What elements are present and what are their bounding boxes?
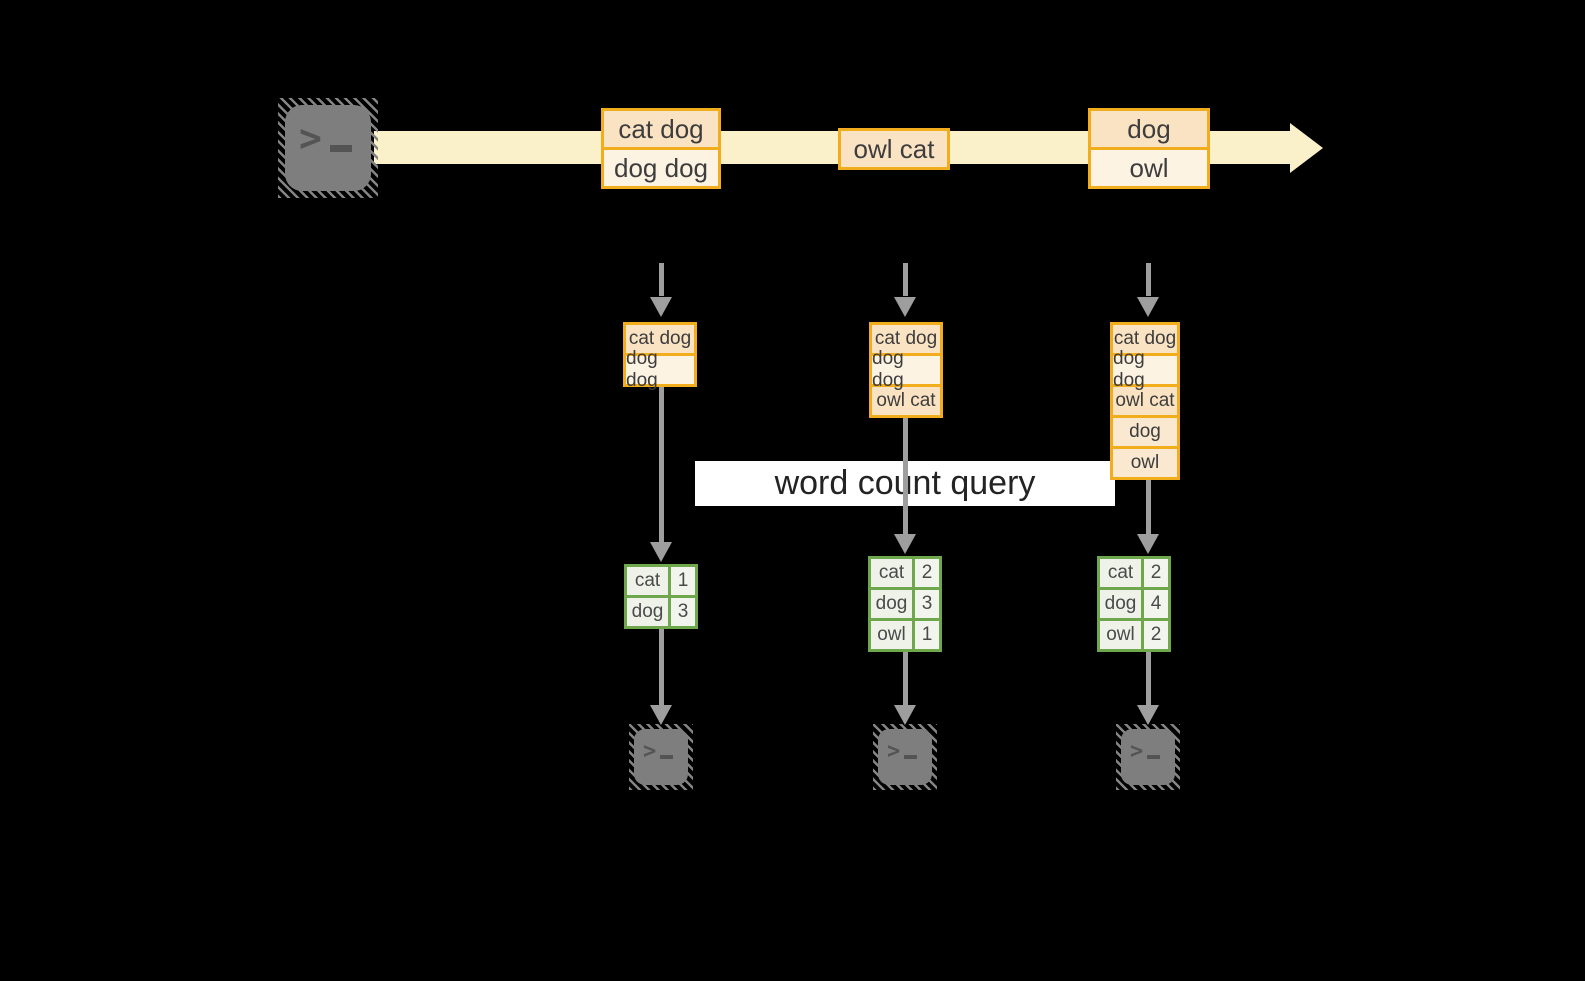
drop-arrow-dash (659, 263, 664, 296)
terminal-face: > (285, 105, 371, 191)
sink-terminal-icon: > (873, 724, 937, 790)
count-table-3: cat 2 dog 4 owl 2 (1097, 556, 1171, 652)
terminal-face: > (1121, 729, 1175, 785)
count-value: 2 (1144, 621, 1168, 649)
connector-line (1146, 480, 1151, 534)
count-table-1: cat 1 dog 3 (624, 564, 698, 629)
state-record: dog dog (869, 348, 943, 391)
sink-terminal-icon: > (629, 724, 693, 790)
terminal-face: > (634, 729, 688, 785)
prompt-underscore (329, 145, 352, 152)
stream-batch-3: dog owl (1088, 108, 1210, 189)
arrow-down-icon (1137, 705, 1159, 725)
arrow-down-icon (650, 297, 672, 317)
prompt-glyph: > (299, 116, 322, 160)
stream-arrowhead-icon (1290, 123, 1323, 173)
stream-record: owl (1088, 147, 1210, 189)
count-table-2: cat 2 dog 3 owl 1 (868, 556, 942, 652)
count-value: 2 (915, 559, 939, 587)
count-word: owl (1100, 621, 1141, 649)
state-record: dog (1110, 415, 1180, 449)
stream-record: cat dog (601, 108, 721, 150)
arrow-down-icon (1137, 534, 1159, 554)
prompt-underscore (904, 755, 918, 759)
connector-line (1146, 652, 1151, 706)
count-value: 2 (1144, 559, 1168, 587)
terminal-face: > (878, 729, 932, 785)
count-word: dog (871, 590, 912, 618)
prompt-underscore (660, 755, 674, 759)
count-value: 4 (1144, 590, 1168, 618)
stream-batch-1: cat dog dog dog (601, 108, 721, 189)
connector-line (659, 387, 664, 542)
state-record: cat dog (623, 322, 697, 356)
prompt-underscore (1147, 755, 1161, 759)
arrow-down-icon (650, 542, 672, 562)
state-stack-1: cat dog dog dog (623, 322, 697, 391)
prompt-glyph: > (887, 739, 901, 764)
count-word: cat (1100, 559, 1141, 587)
drop-arrow-dash (903, 263, 908, 296)
state-stack-3: cat dog dog dog owl cat dog owl (1110, 322, 1180, 480)
arrow-down-icon (650, 705, 672, 725)
arrow-down-icon (1137, 297, 1159, 317)
source-terminal-icon: > (278, 98, 378, 198)
state-record: owl cat (1110, 384, 1180, 418)
sink-terminal-icon: > (1116, 724, 1180, 790)
state-record: owl cat (869, 384, 943, 418)
count-word: owl (871, 621, 912, 649)
count-value: 1 (915, 621, 939, 649)
state-stack-2: cat dog dog dog owl cat (869, 322, 943, 418)
count-word: dog (1100, 590, 1141, 618)
count-value: 3 (671, 598, 695, 626)
prompt-glyph: > (1130, 739, 1144, 764)
state-record: dog dog (623, 348, 697, 391)
arrow-down-icon (894, 534, 916, 554)
state-record: owl (1110, 446, 1180, 480)
arrow-down-icon (894, 297, 916, 317)
count-word: dog (627, 598, 668, 626)
state-record: cat dog (1110, 322, 1180, 356)
prompt-glyph: > (643, 739, 657, 764)
state-record: dog dog (1110, 348, 1180, 391)
count-word: cat (871, 559, 912, 587)
count-word: cat (627, 567, 668, 595)
stream-record: owl cat (838, 128, 950, 170)
stream-record: dog (1088, 108, 1210, 150)
count-value: 1 (671, 567, 695, 595)
count-value: 3 (915, 590, 939, 618)
stream-batch-2: owl cat (838, 128, 950, 170)
connector-line (903, 652, 908, 706)
drop-arrow-dash (1146, 263, 1151, 296)
stream-record: dog dog (601, 147, 721, 189)
connector-line (903, 418, 908, 534)
arrow-down-icon (894, 705, 916, 725)
connector-line (659, 629, 664, 706)
